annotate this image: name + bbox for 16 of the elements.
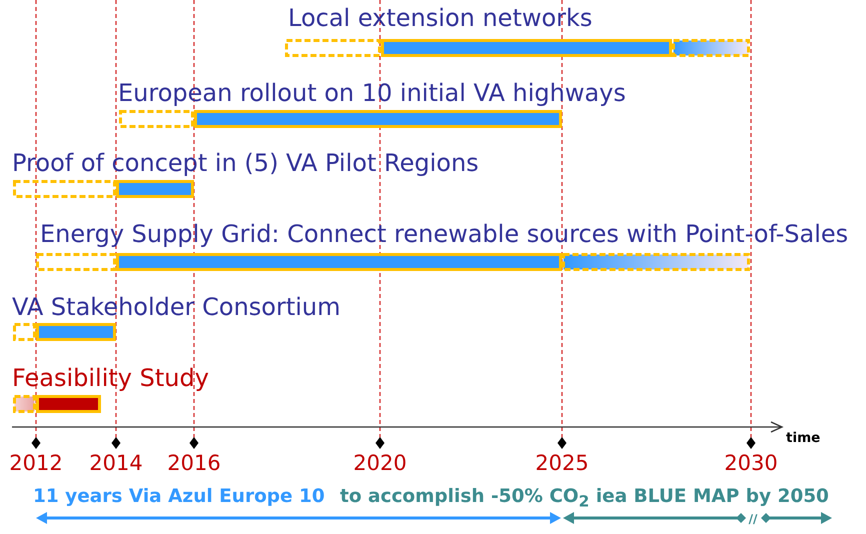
year-label: 2025 xyxy=(535,450,589,476)
task-label: Feasibility Study xyxy=(12,364,209,392)
task-label: European rollout on 10 initial VA highways xyxy=(118,79,626,107)
year-label: 2020 xyxy=(353,450,407,476)
year-label: 2016 xyxy=(167,450,221,476)
task-label: Energy Supply Grid: Connect renewable sources with Point-of-Sales xyxy=(40,220,848,248)
timespan-caption: 11 years Via Azul Europe 10 xyxy=(33,486,325,508)
task-label: Proof of concept in (5) VA Pilot Regions xyxy=(12,149,479,177)
year-label: 2012 xyxy=(9,450,63,476)
year-label: 2014 xyxy=(89,450,143,476)
axis-label: time xyxy=(786,430,820,446)
axis-break-mark: // xyxy=(748,512,758,526)
goal-caption: to accomplish -50% CO$_{2}$ iea BLUE MAP by 2050 xyxy=(340,486,829,513)
task-label: VA Stakeholder Consortium xyxy=(12,293,341,321)
task-label: Local extension networks xyxy=(288,4,592,32)
year-label: 2030 xyxy=(724,450,778,476)
